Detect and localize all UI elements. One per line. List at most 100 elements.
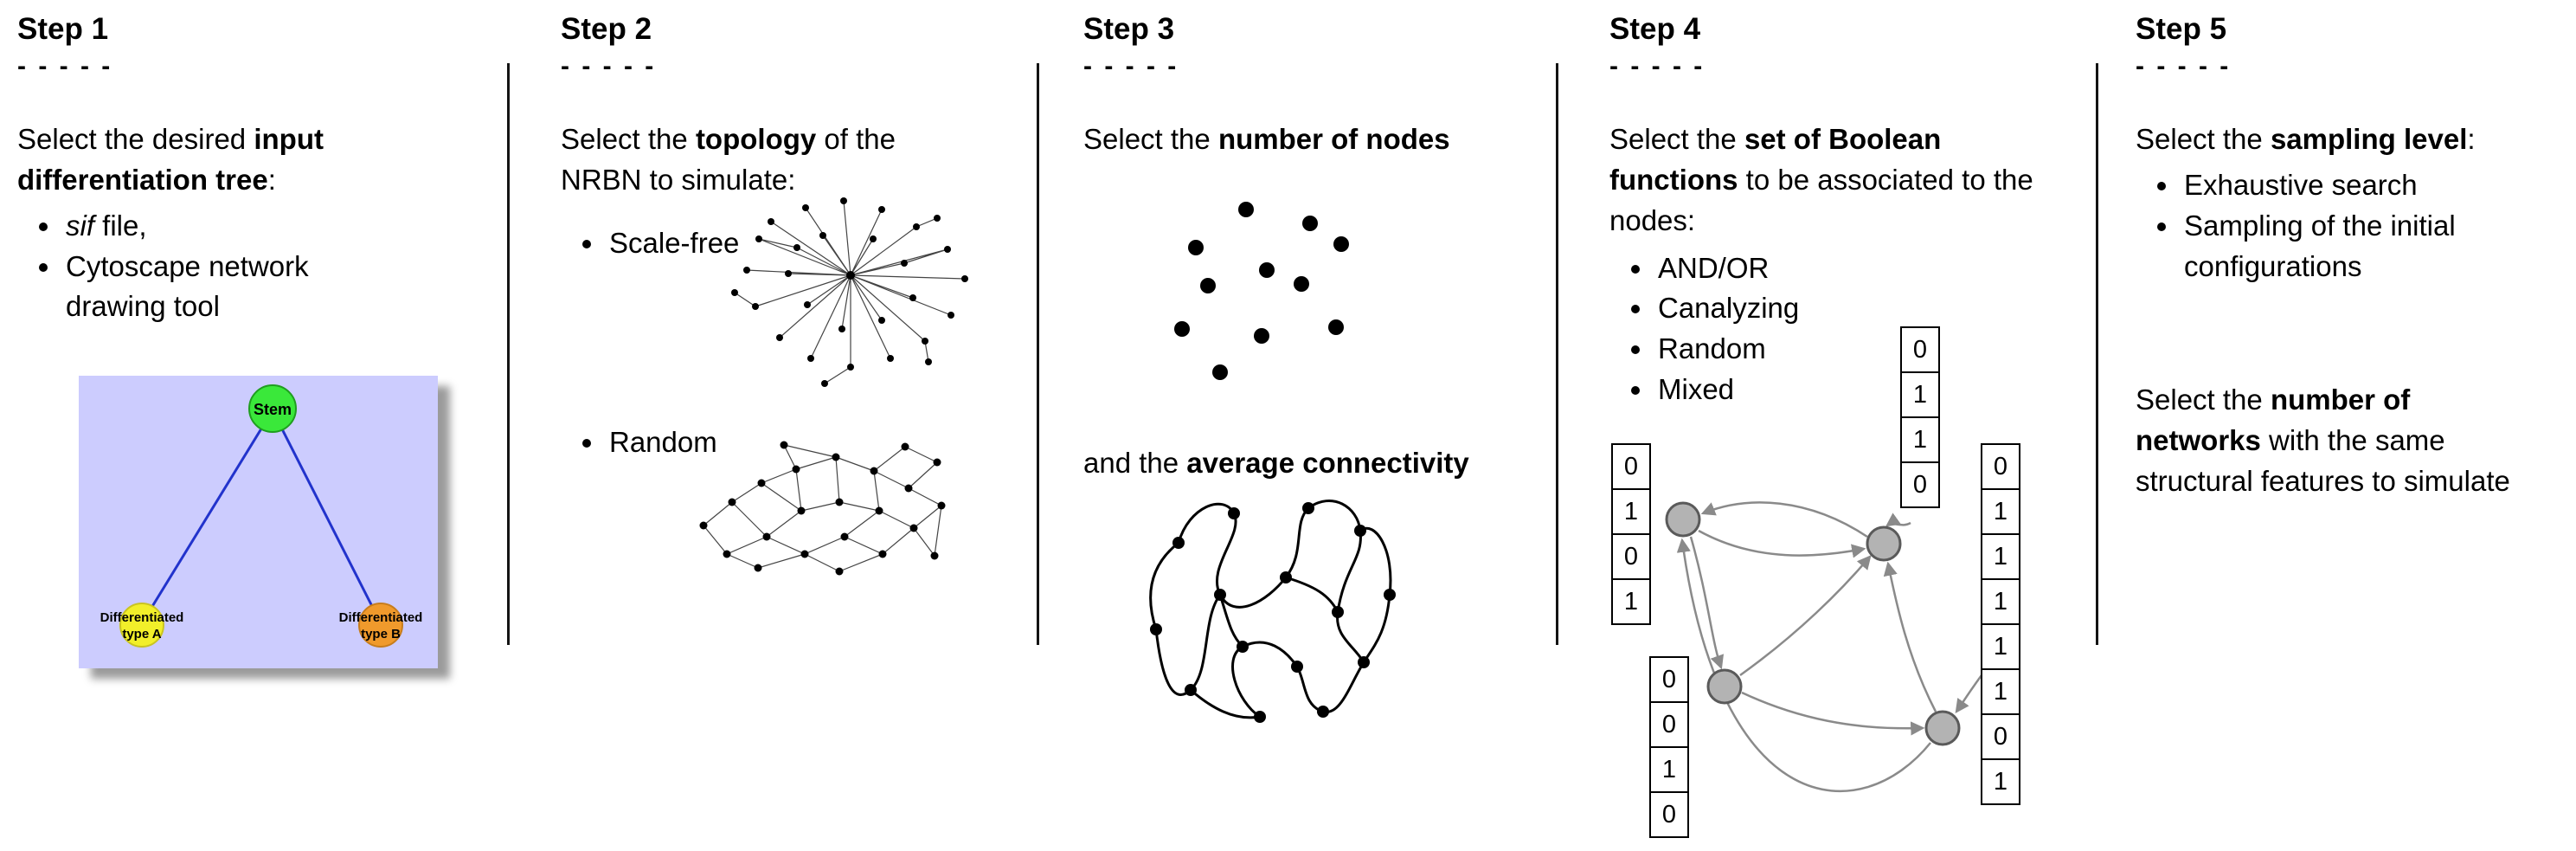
boolean-network-figure: 0 1 1 0 0 1 0 1 0 1 1 1 1 1 0 1 [1609,320,2084,851]
column-divider [507,63,510,645]
bullet-item: AND/OR [1654,248,2084,289]
instruction-bold: number of networks [2136,384,2411,457]
scale-free-network-svg [731,197,968,387]
column-divider [1037,63,1039,645]
truth-table-cell: 0 [1611,443,1651,490]
truth-table-left: 0 1 0 1 [1611,443,1651,625]
dashed-separator: - - - - - [1609,52,1706,81]
stem-node [248,384,297,433]
truth-table-cell: 1 [1900,416,1940,463]
instruction-bold: set of Boolean functions [1609,123,1942,196]
differentiated-b-label-line2: type B [361,627,401,641]
bullet-text: Cytoscape network drawing tool [66,249,309,323]
scatter-dots [1174,202,1349,380]
step-title: Step 2 [561,12,652,46]
instruction-text: Select the [2136,384,2271,416]
instruction-text: and the [1083,447,1187,479]
instruction-bold: topology [695,123,817,155]
differentiation-tree-figure: Stem Differentiated type A Differentiate… [79,376,438,668]
column-divider [2096,63,2098,645]
nodes-scatter-svg [1174,202,1349,380]
truth-table-cell: 1 [1611,488,1651,535]
truth-table-cell: 0 [1611,533,1651,580]
network-edges [734,200,966,384]
network-nodes [1665,501,1961,746]
random-network-svg [699,441,946,576]
dashed-separator: - - - - - [17,52,113,81]
bullet-text: Exhaustive search [2184,168,2418,201]
network-dots [699,441,946,576]
bullet-item: Scale-free [606,223,1019,264]
step2-option-random: Random [561,422,1019,463]
differentiated-b-label-line1: Differentiated [339,610,423,625]
truth-table-cell: 1 [1981,488,2020,535]
truth-table-cell: 0 [1649,701,1689,748]
differentiated-a-label-line2: type A [122,627,161,641]
step5-instruction-sampling: Select the sampling level: [2136,119,2568,160]
bullet-item: Exhaustive search [2181,165,2568,206]
step-column-3: Step 3 - - - - - Select the number of no… [1083,0,1555,851]
bullet-item: Random [606,422,1019,463]
bullet-item: Sampling of the initial configurations [2181,206,2568,287]
truth-table-cell: 0 [1900,326,1940,373]
boolean-network-svg [1665,501,1983,792]
truth-table-cell: 1 [1981,758,2020,805]
step5-options: Exhaustive search Sampling of the initia… [2136,165,2568,287]
step5-instruction-networks: Select the number of networks with the s… [2136,380,2542,502]
step-title: Step 3 [1083,12,1175,46]
dashed-separator: - - - - - [2136,52,2232,81]
network-dots [731,197,968,387]
step3-instruction-connectivity: and the average connectivity [1083,443,1469,484]
tree-edge [271,409,382,624]
step1-instruction: Select the desired input differentiation… [17,119,450,201]
instruction-text: Select the [1083,123,1218,155]
truth-table-cell: 1 [1981,578,2020,625]
bullet-italic: sif [66,209,94,242]
network-edges [703,444,942,572]
instruction-text: Select the [561,123,696,155]
column-divider [1556,63,1558,645]
step-column-4: Step 4 - - - - - Select the set of Boole… [1609,0,2084,851]
truth-table-cell: 1 [1981,668,2020,715]
step-column-1: Step 1 - - - - - Select the desired inpu… [17,0,491,851]
truth-table-cell: 0 [1981,713,2020,760]
instruction-text: of the NRBN to simulate: [561,123,896,196]
bullet-item: Mixed [1654,370,2084,410]
instruction-bold: input differentiation tree [17,123,324,196]
truth-table-right: 0 1 1 1 1 1 0 1 [1981,443,2020,805]
connectivity-network-svg [1149,500,1396,723]
step3-instruction-nodes: Select the number of nodes [1083,119,1555,160]
differentiated-b-node [358,603,403,648]
differentiated-a-label-line1: Differentiated [100,610,184,625]
differentiation-tree-svg: Stem Differentiated type A Differentiate… [100,384,423,648]
dashed-separator: - - - - - [1083,52,1179,81]
bullet-item: sif file, [62,206,389,247]
step-column-5: Step 5 - - - - - Select the sampling lev… [2136,0,2568,851]
step-title: Step 1 [17,12,109,46]
instruction-text: with the same structural features to sim… [2136,424,2510,498]
instruction-text: : [267,163,276,196]
instruction-text: Select the [2136,123,2271,155]
instruction-bold: number of nodes [1217,123,1450,155]
instruction-text: Select the [1609,123,1744,155]
network-node [1665,501,1701,538]
step-title: Step 5 [2136,12,2227,46]
step2-option-scale-free: Scale-free [561,223,1019,264]
network-node [1706,668,1743,705]
bullet-text: Scale-free [609,226,740,259]
network-arrows [1676,501,1983,792]
step4-options: AND/OR Canalyzing Random Mixed [1609,248,2084,410]
dashed-separator: - - - - - [561,52,657,81]
step2-instruction: Select the topology of the NRBN to simul… [561,119,972,201]
nodes-scatter-figure [1170,197,1391,392]
instruction-bold: sampling level [2270,123,2468,155]
truth-table-cell: 1 [1611,578,1651,625]
truth-table-cell: 0 [1649,656,1689,703]
instruction-bold: average connectivity [1186,447,1469,479]
instruction-text: : [2467,123,2476,155]
step1-options: sif file, Cytoscape network drawing tool [17,206,389,328]
truth-table-top: 0 1 1 0 [1900,326,1940,508]
scale-free-network-figure [721,189,989,388]
bullet-item: Cytoscape network drawing tool [62,247,389,328]
